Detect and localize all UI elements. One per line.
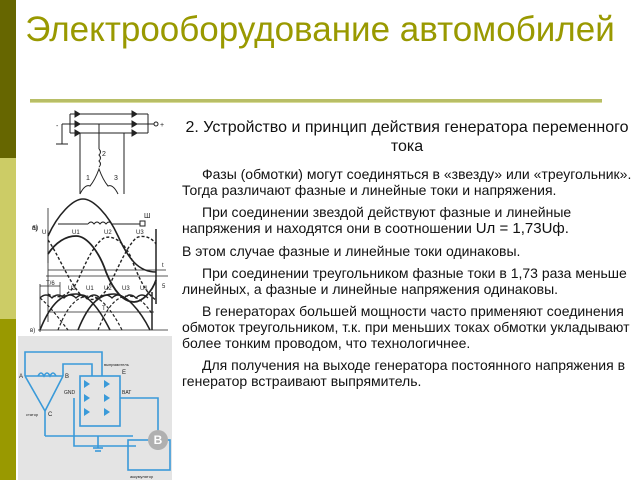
sidebar-accent-middle (0, 158, 16, 319)
svg-text:U2: U2 (104, 230, 112, 236)
svg-text:+: + (160, 122, 164, 129)
svg-text:U1: U1 (86, 286, 94, 292)
paragraph-star-text: При соединении звездой действуют фазные … (182, 204, 572, 236)
svg-text:U3: U3 (122, 286, 130, 292)
svg-text:U2: U2 (104, 286, 112, 292)
svg-text:1: 1 (86, 175, 90, 182)
paragraph-star-currents: В этом случае фазные и линейные токи оди… (182, 243, 521, 259)
svg-text:а): а) (32, 225, 38, 232)
svg-text:2: 2 (102, 151, 106, 158)
svg-text:U1: U1 (140, 286, 148, 292)
rectified-waveform: T/6 U3 U1 U2 U3 U1 5 в) (30, 281, 168, 334)
delta-wiring-diagram: A B C статор выпрямитель E GND BAT аккум… (18, 336, 172, 480)
svg-text:T/6: T/6 (46, 281, 55, 287)
svg-text:t: t (162, 263, 164, 269)
svg-text:U3: U3 (68, 286, 76, 292)
svg-text:-: - (56, 123, 59, 130)
svg-text:5: 5 (162, 284, 166, 290)
paragraph-high-power: В генераторах большей мощности часто при… (182, 303, 630, 351)
label-c: C (48, 412, 53, 418)
svg-text:U: U (42, 230, 46, 236)
title-divider (30, 99, 602, 103)
paragraph-phases: Фазы (обмотки) могут соединяться в «звез… (182, 166, 632, 198)
label-rectifier: выпрямитель (104, 362, 129, 367)
svg-text:3: 3 (114, 175, 118, 182)
rectifier-schematic (56, 110, 159, 227)
generator-schematic-and-waveforms: - + 1 2 3 Ш а) U U1 U2 U3 t T б) (32, 110, 168, 322)
label-stator: статор (26, 412, 39, 417)
svg-text:T: T (102, 306, 106, 312)
sidebar-accent-top (0, 0, 16, 158)
svg-text:в): в) (30, 328, 35, 334)
paragraph-delta-connection: При соединении треугольником фазные токи… (182, 265, 627, 297)
waveform-sines (47, 230, 166, 322)
paragraph-star-connection: При соединении звездой действуют фазные … (182, 204, 632, 237)
label-gnd: GND (64, 390, 76, 396)
label-e: E (122, 370, 126, 376)
sidebar-accent-bottom (0, 319, 16, 480)
figure-badge: B (148, 430, 168, 450)
section-heading: 2. Устройство и принцип действия генерат… (185, 119, 629, 155)
voltage-formula: Uл = 1,73Uф. (475, 220, 569, 237)
svg-text:U1: U1 (72, 230, 80, 236)
svg-text:б): б) (32, 226, 37, 232)
label-battery: аккумулятор (130, 474, 154, 479)
svg-text:Ш: Ш (144, 213, 150, 220)
label-b: B (65, 374, 69, 380)
slide-title: Электрооборудование автомобилей (25, 10, 615, 49)
paragraph-rectifier: Для получения на выходе генератора посто… (182, 357, 626, 389)
svg-text:U3: U3 (136, 230, 144, 236)
label-a: A (19, 374, 23, 380)
slide-content: 2. Устройство и принцип действия генерат… (182, 118, 632, 395)
label-bat: BAT (122, 390, 131, 396)
